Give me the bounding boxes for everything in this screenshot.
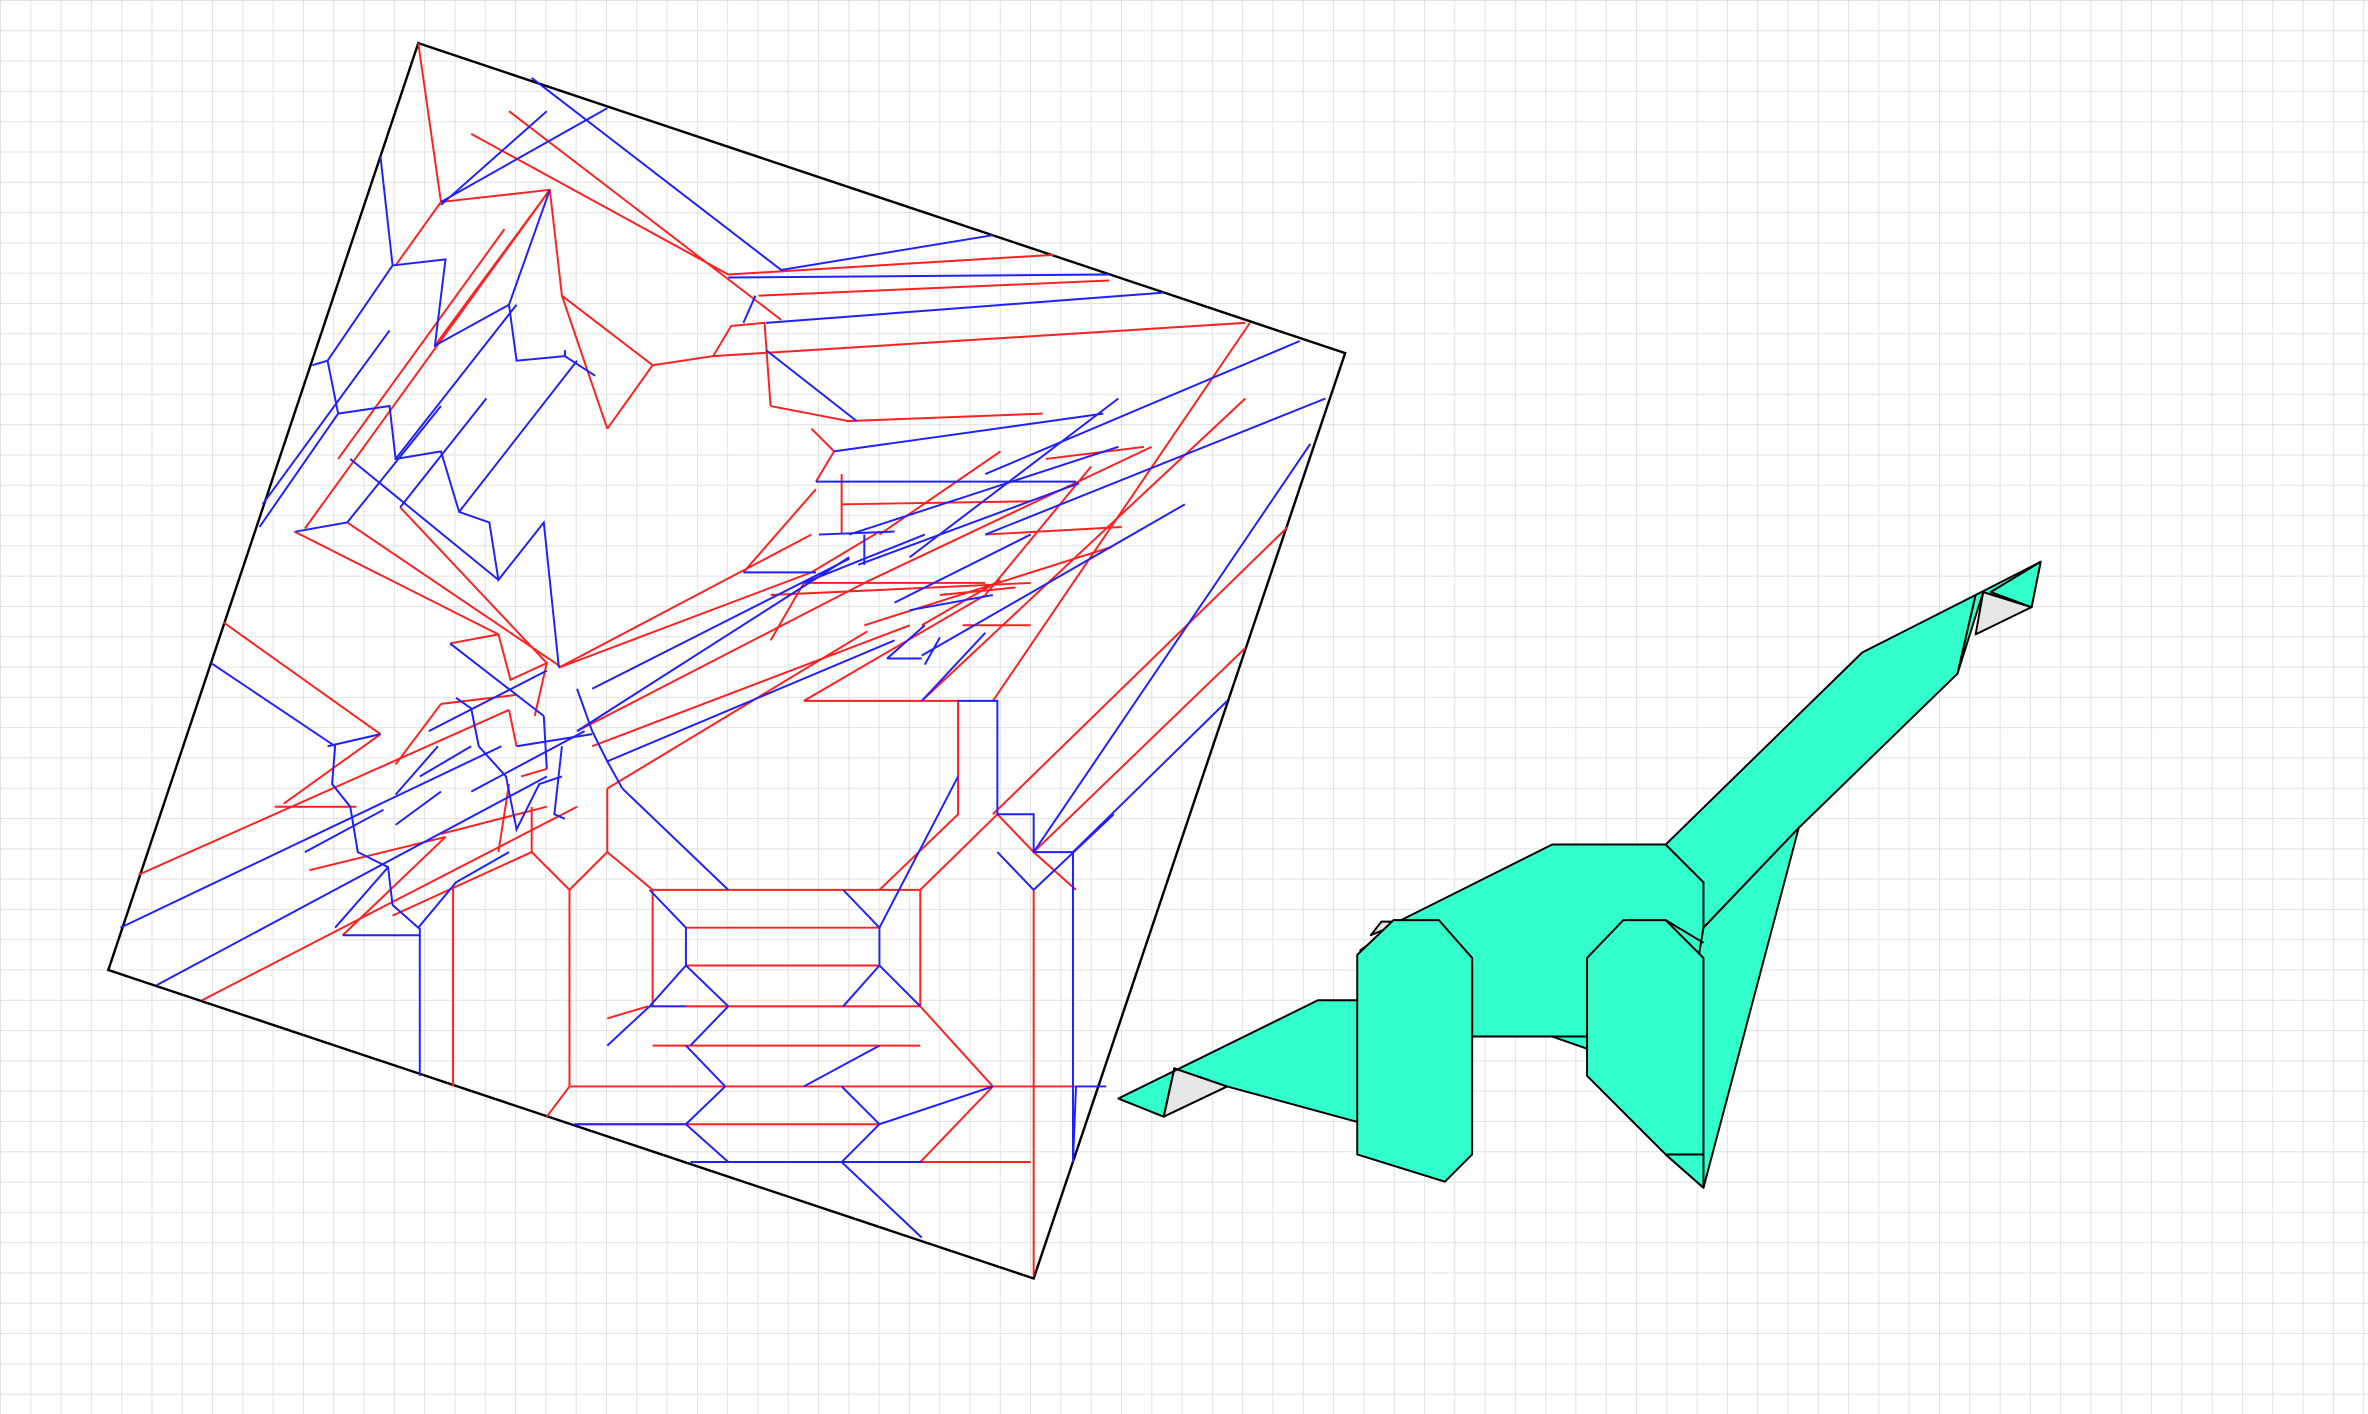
mountain-folds	[138, 43, 1289, 1276]
front-leg-crease	[1665, 919, 1704, 944]
folded-dinosaur-model[interactable]	[1117, 560, 2042, 1189]
belly-layer	[1551, 1035, 1589, 1050]
tail	[1117, 999, 1395, 1133]
valley-folds	[119, 77, 1326, 1239]
crease-pattern[interactable]	[106, 41, 1347, 1280]
front-leg	[1586, 919, 1705, 1189]
paper-edge	[106, 41, 1347, 1280]
back-leg	[1356, 919, 1474, 1183]
neck	[1664, 594, 1977, 929]
tail-fold-line	[1162, 1068, 1176, 1117]
head-tip	[1989, 560, 2042, 609]
